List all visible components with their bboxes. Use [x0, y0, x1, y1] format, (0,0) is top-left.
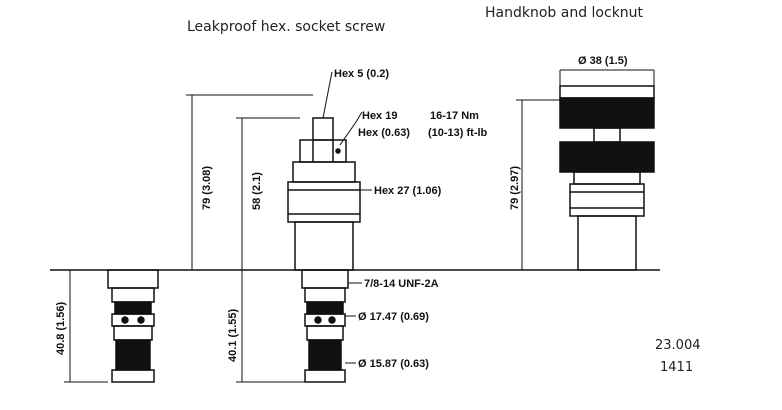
label-hex-5: Hex 5 (0.2) [334, 68, 389, 80]
middle-valve [287, 117, 361, 383]
dim-middle-cartridge-label: 40.1 (1.55) [227, 308, 239, 362]
dim-middle-cartridge [236, 270, 305, 383]
dim-handknob-height [516, 99, 560, 270]
label-hex-19-in: Hex (0.63) [358, 127, 410, 139]
reference-code-2: 1411 [660, 360, 694, 375]
dim-middle-total-label: 79 (3.08) [201, 166, 213, 210]
dim-middle-total [186, 94, 313, 270]
reference-code-1: 23.004 [655, 338, 701, 353]
label-hex-19: Hex 19 [362, 110, 397, 122]
leader-lines-middle [322, 71, 372, 364]
label-diameter-17: Ø 17.47 (0.69) [358, 311, 429, 323]
dim-left-cartridge [64, 269, 108, 383]
dim-knob-width [559, 69, 655, 86]
left-cartridge [107, 269, 159, 383]
dim-middle-body-label: 58 (2.1) [251, 172, 263, 210]
label-hex-27: Hex 27 (1.06) [374, 185, 442, 197]
label-diameter-15: Ø 15.87 (0.63) [358, 358, 429, 370]
label-torque-nm: 16-17 Nm [430, 110, 479, 122]
caption-handknob-locknut: Handknob and locknut [485, 5, 644, 21]
caption-leakproof-hex-screw: Leakproof hex. socket screw [187, 19, 386, 35]
label-torque-ftlb: (10-13) ft-lb [428, 127, 488, 139]
dim-left-cartridge-label: 40.8 (1.56) [55, 301, 67, 355]
handknob-assembly [559, 85, 655, 271]
dim-middle-body [236, 117, 300, 270]
dim-handknob-height-label: 79 (2.97) [509, 166, 521, 210]
label-thread: 7/8-14 UNF-2A [364, 278, 439, 290]
label-knob-width: Ø 38 (1.5) [578, 55, 628, 67]
